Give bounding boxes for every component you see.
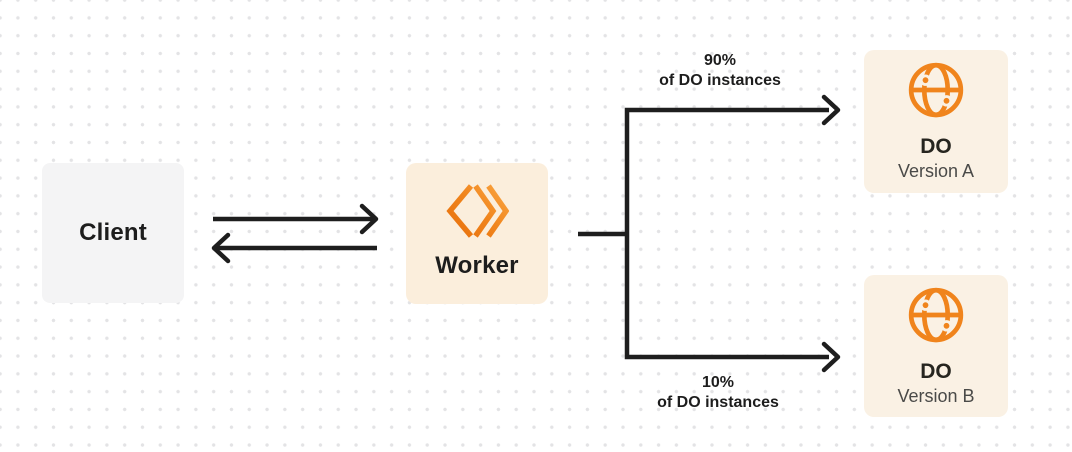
split-top-percent: 90% xyxy=(703,52,737,69)
cloudflare-workers-icon xyxy=(446,184,509,238)
worker-node: Worker xyxy=(406,163,548,304)
do-version-b-node: DO Version B xyxy=(864,275,1008,417)
split-label-90-percent: 90% of DO instances xyxy=(627,51,813,91)
do-version-b-subtitle: Version B xyxy=(897,386,975,407)
do-version-b-title: DO xyxy=(920,360,952,383)
do-version-a-node: DO Version A xyxy=(864,50,1008,193)
do-version-a-subtitle: Version A xyxy=(897,161,975,182)
split-branch-line xyxy=(624,107,829,360)
do-version-a-title: DO xyxy=(920,135,952,158)
worker-node-label: Worker xyxy=(435,252,519,279)
client-node-label: Client xyxy=(79,219,147,246)
durable-object-globe-icon xyxy=(908,62,964,118)
split-bottom-percent: 10% xyxy=(701,374,735,391)
split-top-caption: of DO instances xyxy=(659,72,781,89)
client-node: Client xyxy=(42,163,184,303)
split-label-10-percent: 10% of DO instances xyxy=(625,373,811,413)
split-bottom-caption: of DO instances xyxy=(657,394,779,411)
client-to-worker-arrowhead xyxy=(359,203,379,235)
durable-object-globe-icon xyxy=(908,287,964,343)
split-arrowhead-top xyxy=(821,94,841,126)
worker-to-client-arrowhead xyxy=(211,232,231,264)
split-arrowhead-bottom xyxy=(821,341,841,373)
